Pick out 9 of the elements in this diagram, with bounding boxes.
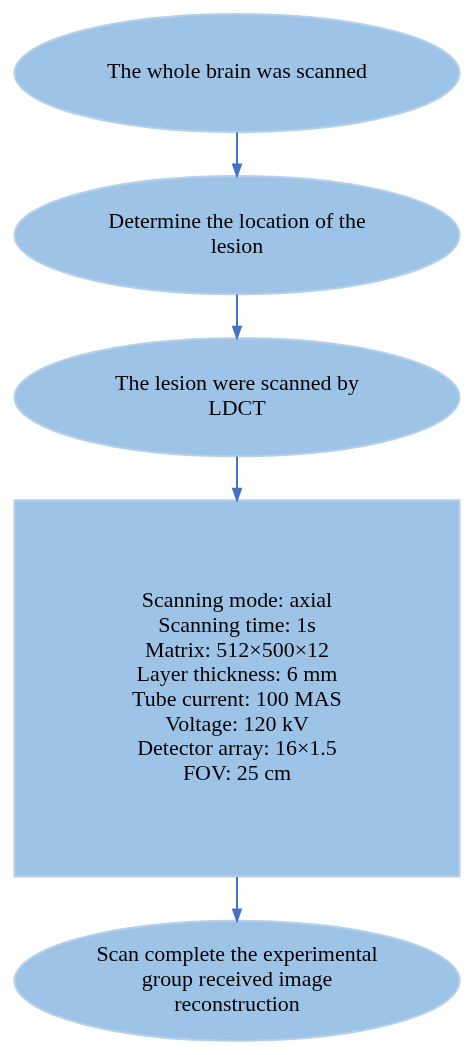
- node-box: Scanning mode: axial Scanning time: 1s Matrix: 512×500×12 Layer thickness: 6 mm Tube current: 100 MAS Voltage: 120 kV Detector array: 16×1.5 FOV: 25 cm: [13, 499, 461, 878]
- node-ellipse: Scan complete the experimental group received image reconstruction: [13, 919, 461, 1042]
- arrow: [231, 456, 243, 503]
- node-ellipse: The whole brain was scanned: [13, 13, 461, 134]
- arrow: [231, 294, 243, 341]
- arrow: [231, 876, 243, 924]
- arrow: [231, 132, 243, 179]
- node-ellipse: The lesion were scanned by LDCT: [13, 337, 461, 458]
- node-ellipse: Determine the location of the lesion: [13, 175, 461, 296]
